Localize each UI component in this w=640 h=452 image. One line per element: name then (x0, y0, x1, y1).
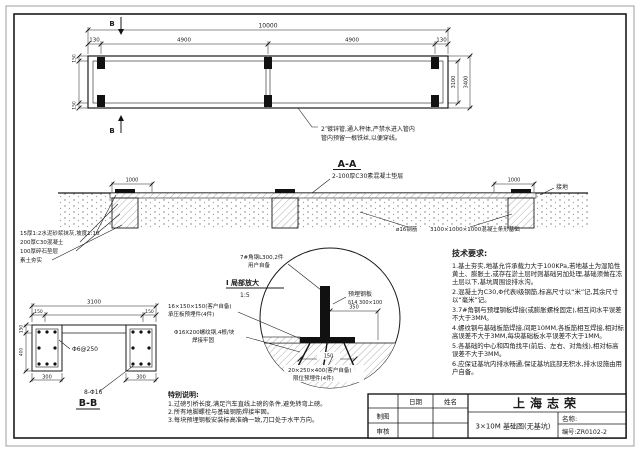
dim-label: 300 (136, 375, 146, 381)
rebar-dots (37, 330, 151, 366)
anchor-note: 焊接牢固 (192, 336, 215, 344)
name-label: 名称: (562, 414, 577, 423)
bearing-note: 16×150×150(客户自备) (168, 302, 232, 310)
dim-label: 1000 (508, 178, 521, 184)
dim-label: 150 (324, 354, 334, 360)
dim-label: 150 (145, 309, 154, 315)
titleblock-row-check: 审核 (377, 427, 391, 436)
load-cell-plates (97, 57, 439, 107)
tech-requirement-item: 3.7#角钢与预埋钢板焊接(或膨胀螺栓固定),相互间水平误差不大于3MM。 (452, 305, 622, 323)
section-aa-title: A-A (338, 159, 357, 170)
special-note-item: 1.过磅引桥长度,满足汽车直线上磅的条件,避免转弯上磅。 (168, 401, 327, 409)
titleblock-col-date: 日期 (409, 398, 423, 406)
tech-requirements: 技术要求: 1.基土夯实,地基允许承载力大于100KPa,若地基土为湿陷性黄土、… (452, 249, 624, 377)
limit-note: 限位预埋件(4件) (293, 374, 334, 382)
dim-overall-label: 10000 (258, 23, 277, 30)
special-note-item: 3.每块预埋钢板安装标高准确一致,刀口处于水平方向。 (168, 417, 319, 425)
pipe-note: 管内预留一根铁丝,以便穿线。 (321, 134, 401, 142)
angle-note: 7#角钢L300,2件 (240, 253, 284, 261)
rebar-note: ø16钢筋 (396, 225, 418, 233)
embedded-plate (300, 337, 355, 343)
titleblock-row-draft: 制图 (377, 412, 390, 421)
cushion-note: 2-100厚C30素混凝土垫层 (332, 172, 403, 180)
dim-label: 350 (349, 305, 359, 311)
earth-hatch (58, 193, 588, 229)
drawing-name: 3×10M 基础图(无基坑) (476, 422, 551, 431)
layer-note: 素土夯实 (20, 256, 43, 264)
section-aa: A-A 2-100厚C30素混凝土垫层 1000 1000 接地 ø16钢筋 3… (20, 159, 588, 264)
dim-label: 400 (19, 348, 25, 357)
dim-label: 3100 (451, 76, 457, 89)
pipe-note-leader (297, 107, 318, 128)
dim-label: 4900 (177, 38, 191, 44)
detail-marker-label: Ⅰ 局部放大 (226, 278, 259, 287)
leader-lines (51, 178, 555, 261)
tech-requirement-item: 1.基土夯实,地基允许承载力大于100KPa,若地基土为湿陷性黄土、膨胀土,或存… (452, 261, 623, 287)
section-marker-label: B (109, 127, 114, 135)
section-bb: 3100 150 150 150 400 Φ6@250 8-Φ16 300 30… (19, 300, 159, 410)
plan-view: 10000 130 4900 4900 130 150 150 3100 340… (72, 17, 473, 142)
title-block: 日期 姓名 制图 审核 上海志荣 3×10M 基础图(无基坑) 名称: 编号:Z… (367, 393, 627, 439)
tech-requirement-item: 2.混凝土为C30,Φ代表Ⅰ级钢筋,标高尺寸以“米”记,其余尺寸以“毫米”记。 (452, 287, 619, 305)
titleblock-col-name: 姓名 (444, 397, 457, 406)
special-notes-title: 特别说明: (168, 391, 199, 399)
section-bb-title: B-B (79, 398, 97, 409)
plate-spec: δ14 300×100 (348, 300, 382, 306)
tech-requirement-item: 4.螺纹钢与基础板筋焊接,间距10MM,各板筋相互焊接,相对标高误差不大于3MM… (452, 323, 624, 341)
rebar-label: 8-Φ16 (84, 389, 103, 396)
dim-label: 150 (19, 325, 25, 334)
layer-note: 100厚碎石垫层 (20, 247, 58, 255)
section-marker-b (118, 17, 124, 133)
section-marker-label: B (109, 20, 114, 28)
dim-label: 150 (72, 54, 78, 63)
tech-requirement-item: 5.各基础的中心和四角找平(前后、左右、对角线),相对标高误差不大于3MM。 (452, 341, 619, 359)
special-notes: 特别说明: 1.过磅引桥长度,满足汽车直线上磅的条件,避免转弯上磅。 2.所有地… (168, 391, 364, 425)
drawing-number: 编号:ZR0102-2 (562, 428, 607, 436)
concrete-cushion (109, 192, 537, 199)
dim-label: 300 (42, 375, 52, 381)
tech-requirement-item: 6.应保证基坑内排水畅通,保证基坑底部无积水,排水设施由用户自备。 (452, 359, 622, 376)
pier-middle (271, 197, 299, 229)
bearing-note: 承压板预埋件(4件) (168, 310, 214, 318)
special-note-item: 2.所有地脚螺栓与基础钢筋焊接牢固。 (168, 409, 273, 417)
dim-label: 4900 (345, 38, 359, 44)
layer-note: 15厚1:2水泥砂浆抹灰,坡度1:10 (20, 229, 100, 237)
footing-note: 3100×1000×1000混凝土条形基础 (430, 225, 520, 233)
plate-label: 预埋钢板 (348, 290, 372, 298)
detail-view: Ⅰ 局部放大 1:5 7#角钢L300,2件 用户自备 预埋钢板 δ14 300… (168, 247, 401, 389)
detail-scale-label: 1:5 (240, 292, 250, 299)
pier-right (507, 197, 535, 229)
dim-label: 150 (72, 101, 78, 110)
angle-note: 用户自备 (248, 261, 271, 269)
layer-note: 200厚C30混凝土 (20, 238, 64, 246)
pier-left (111, 197, 139, 229)
tech-requirements-title: 技术要求: (452, 249, 488, 258)
limit-note: 20×250×400(客户自备) (288, 366, 352, 374)
grounding-label: 接地 (556, 183, 568, 191)
leader-lines (237, 263, 347, 371)
pipe-note: 2″镀锌管,通入秤体,严禁水进入管内 (321, 125, 415, 133)
dim-label: 1000 (126, 178, 139, 184)
stirrup-label: Φ6@250 (72, 346, 98, 353)
company-name: 上海志荣 (513, 396, 581, 411)
dim-label: 130 (89, 38, 100, 44)
anchor-note: Φ16X200螺纹钢,4根/块 (174, 328, 235, 336)
dim-label: 150 (34, 309, 43, 315)
dim-label: 3100 (87, 300, 101, 306)
dim-label: 130 (436, 38, 447, 44)
dim-label: 3400 (464, 76, 470, 89)
angle-steel (320, 286, 330, 337)
